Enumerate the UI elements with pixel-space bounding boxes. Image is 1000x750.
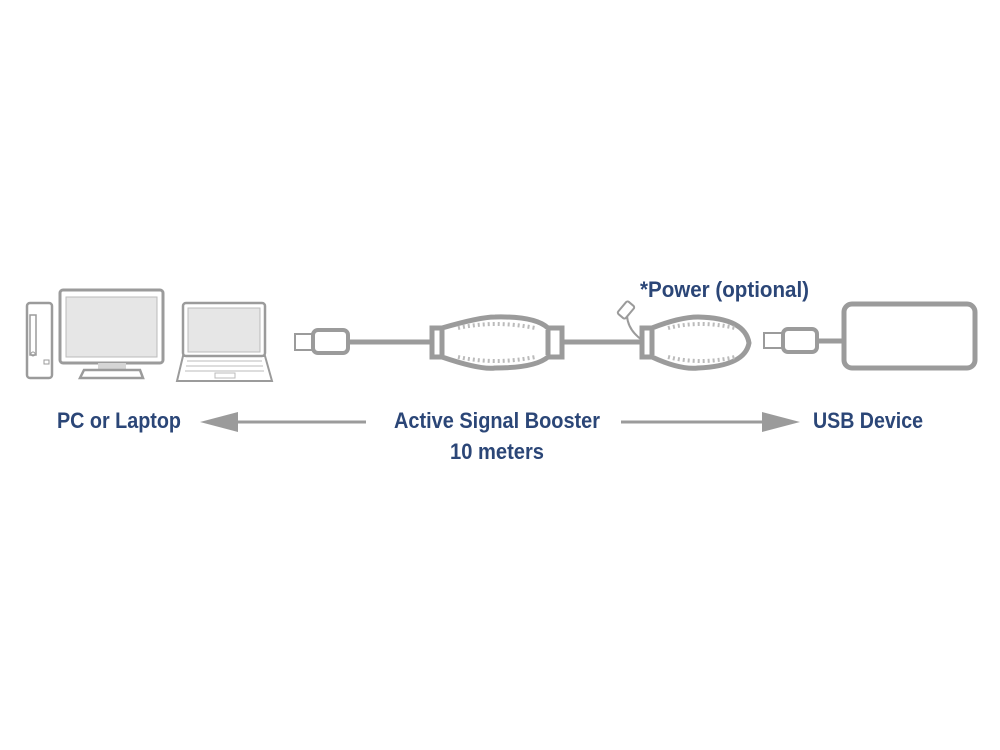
booster-label: Active Signal Booster (394, 408, 600, 433)
monitor-icon (58, 288, 165, 380)
usb-plug-left-icon (294, 328, 432, 355)
pc-tower-icon (25, 301, 54, 380)
length-label: 10 meters (450, 439, 544, 464)
usb-plug-right-icon (763, 327, 845, 354)
signal-booster-left-icon (429, 314, 642, 371)
laptop-icon (175, 301, 274, 382)
pc-label: PC or Laptop (57, 408, 181, 433)
power-cable-icon (616, 300, 643, 341)
arrow-left-icon (200, 412, 366, 432)
arrow-right-icon (621, 412, 800, 432)
usb-device-label: USB Device (813, 408, 923, 433)
signal-booster-right-icon (639, 314, 752, 371)
power-label: *Power (optional) (640, 277, 809, 302)
usb-device-icon (841, 301, 978, 371)
